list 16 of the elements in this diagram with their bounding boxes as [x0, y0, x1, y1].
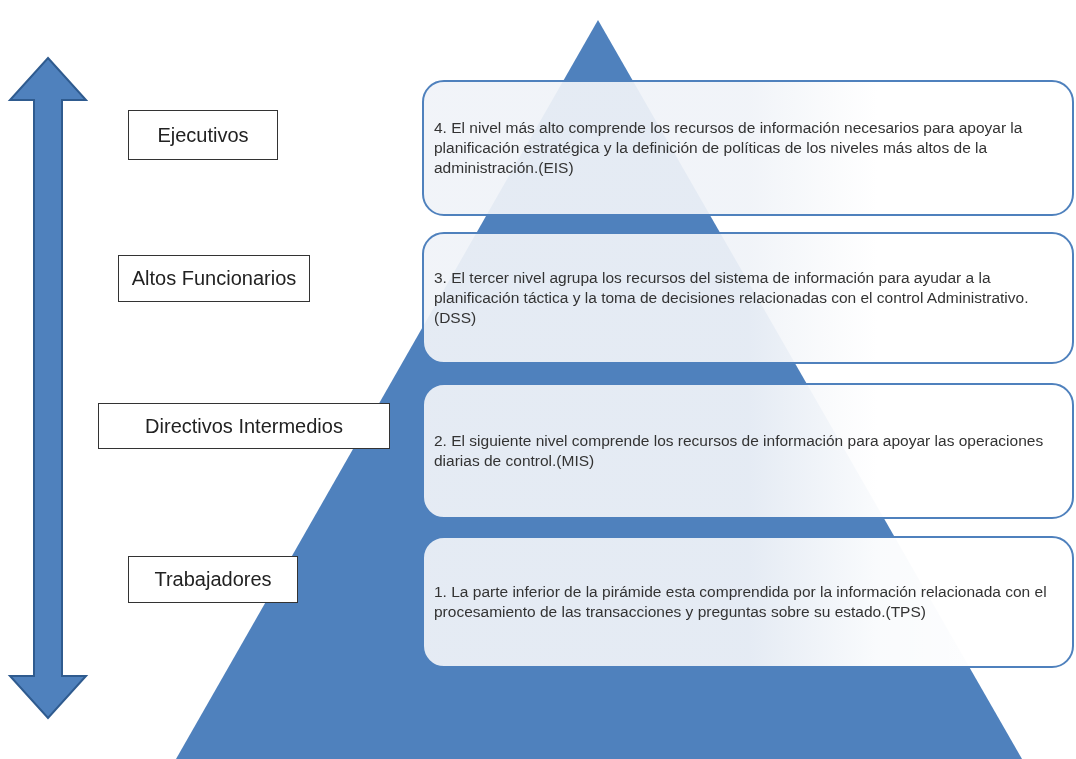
- level-description: 1. La parte inferior de la pirámide esta comprendida por la información relacionada con el procesamiento de las transacciones y preguntas sobre su estado.(TPS): [434, 581, 1048, 622]
- level-description: 4. El nivel más alto comprende los recursos de información necesarios para apoyar la planificación estratégica y la definición de políticas de los niveles más altos de la administración.(EIS): [434, 117, 1024, 179]
- description-box: [422, 383, 1074, 519]
- level-description: 2. El siguiente nivel comprende los recursos de información para apoyar las operaciones diarias de control.(MIS): [434, 430, 1045, 471]
- level-label-box: [128, 556, 298, 603]
- level-description: 3. El tercer nivel agrupa los recursos del sistema de información para ayudar a la planificación táctica y la toma de decisiones relacionadas con el control Administrativo.(DSS): [434, 267, 1030, 329]
- level-name: Ejecutivos: [157, 123, 249, 147]
- level-name: Trabajadores: [154, 568, 272, 591]
- level-label-box: [128, 110, 278, 160]
- description-box: [422, 232, 1074, 364]
- level-name: Altos Funcionarios: [131, 267, 297, 290]
- description-box: [422, 80, 1074, 216]
- description-box: [422, 536, 1074, 668]
- level-label-box: [98, 403, 390, 449]
- level-label-box: [118, 255, 310, 302]
- level-name: Directivos Intermedios: [145, 414, 343, 438]
